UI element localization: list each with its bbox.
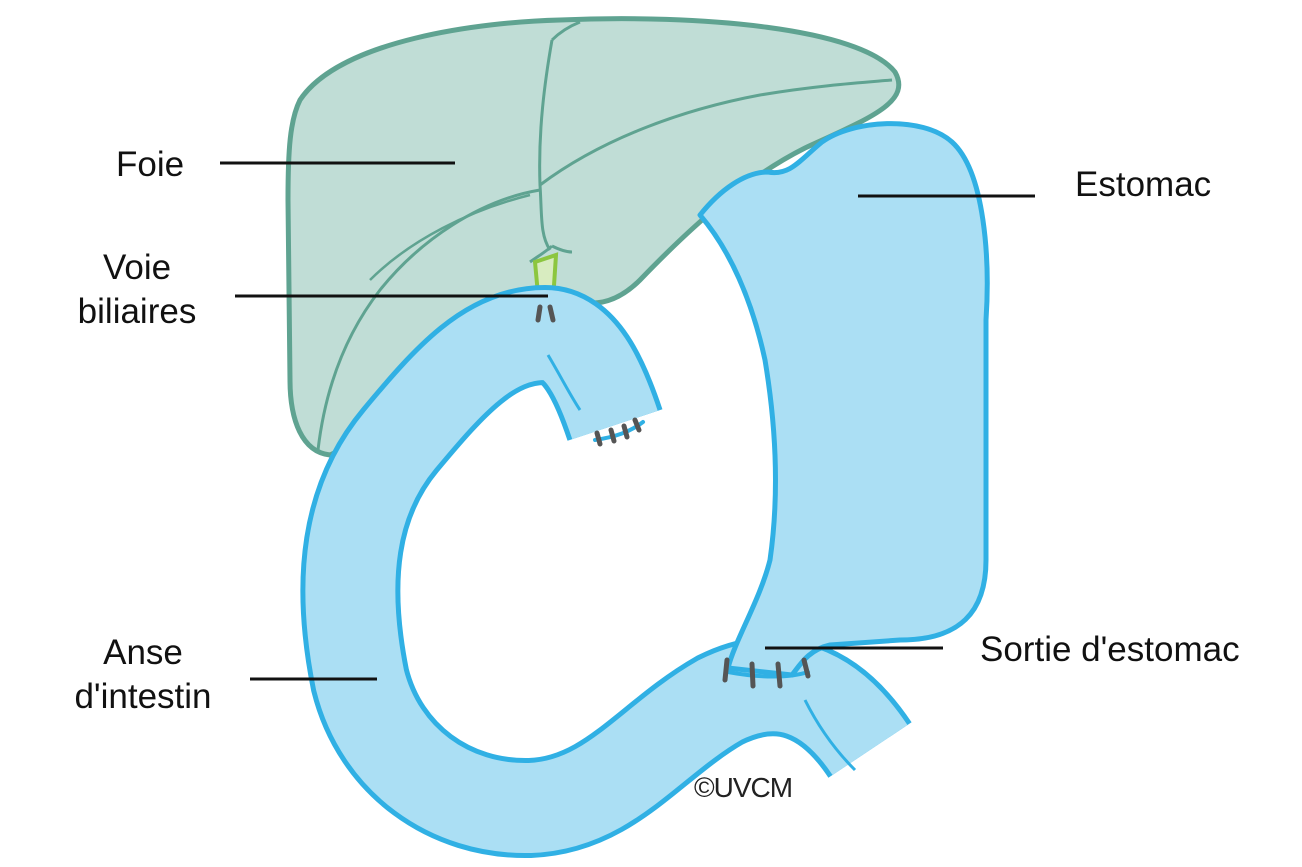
sutures [535,304,811,689]
label-intestine-loop: Anse d'intestin [66,631,220,719]
stomach [697,121,990,678]
label-intestine-line2: d'intestin [74,677,212,716]
copyright-watermark: ©UVCM [694,772,793,803]
label-intestine-line1: Anse [103,633,183,672]
label-bile-ducts-line1: Voie [102,248,172,287]
label-stomach: Estomac [1075,165,1212,204]
label-bile-ducts-line2: biliaires [77,292,197,331]
intestine-loop [300,284,912,858]
leader-lines [220,161,1035,681]
label-stomach-outlet: Sortie d'estomac [980,630,1240,669]
label-liver: Foie [116,145,185,184]
label-bile-ducts: Voie biliaires [70,246,204,334]
